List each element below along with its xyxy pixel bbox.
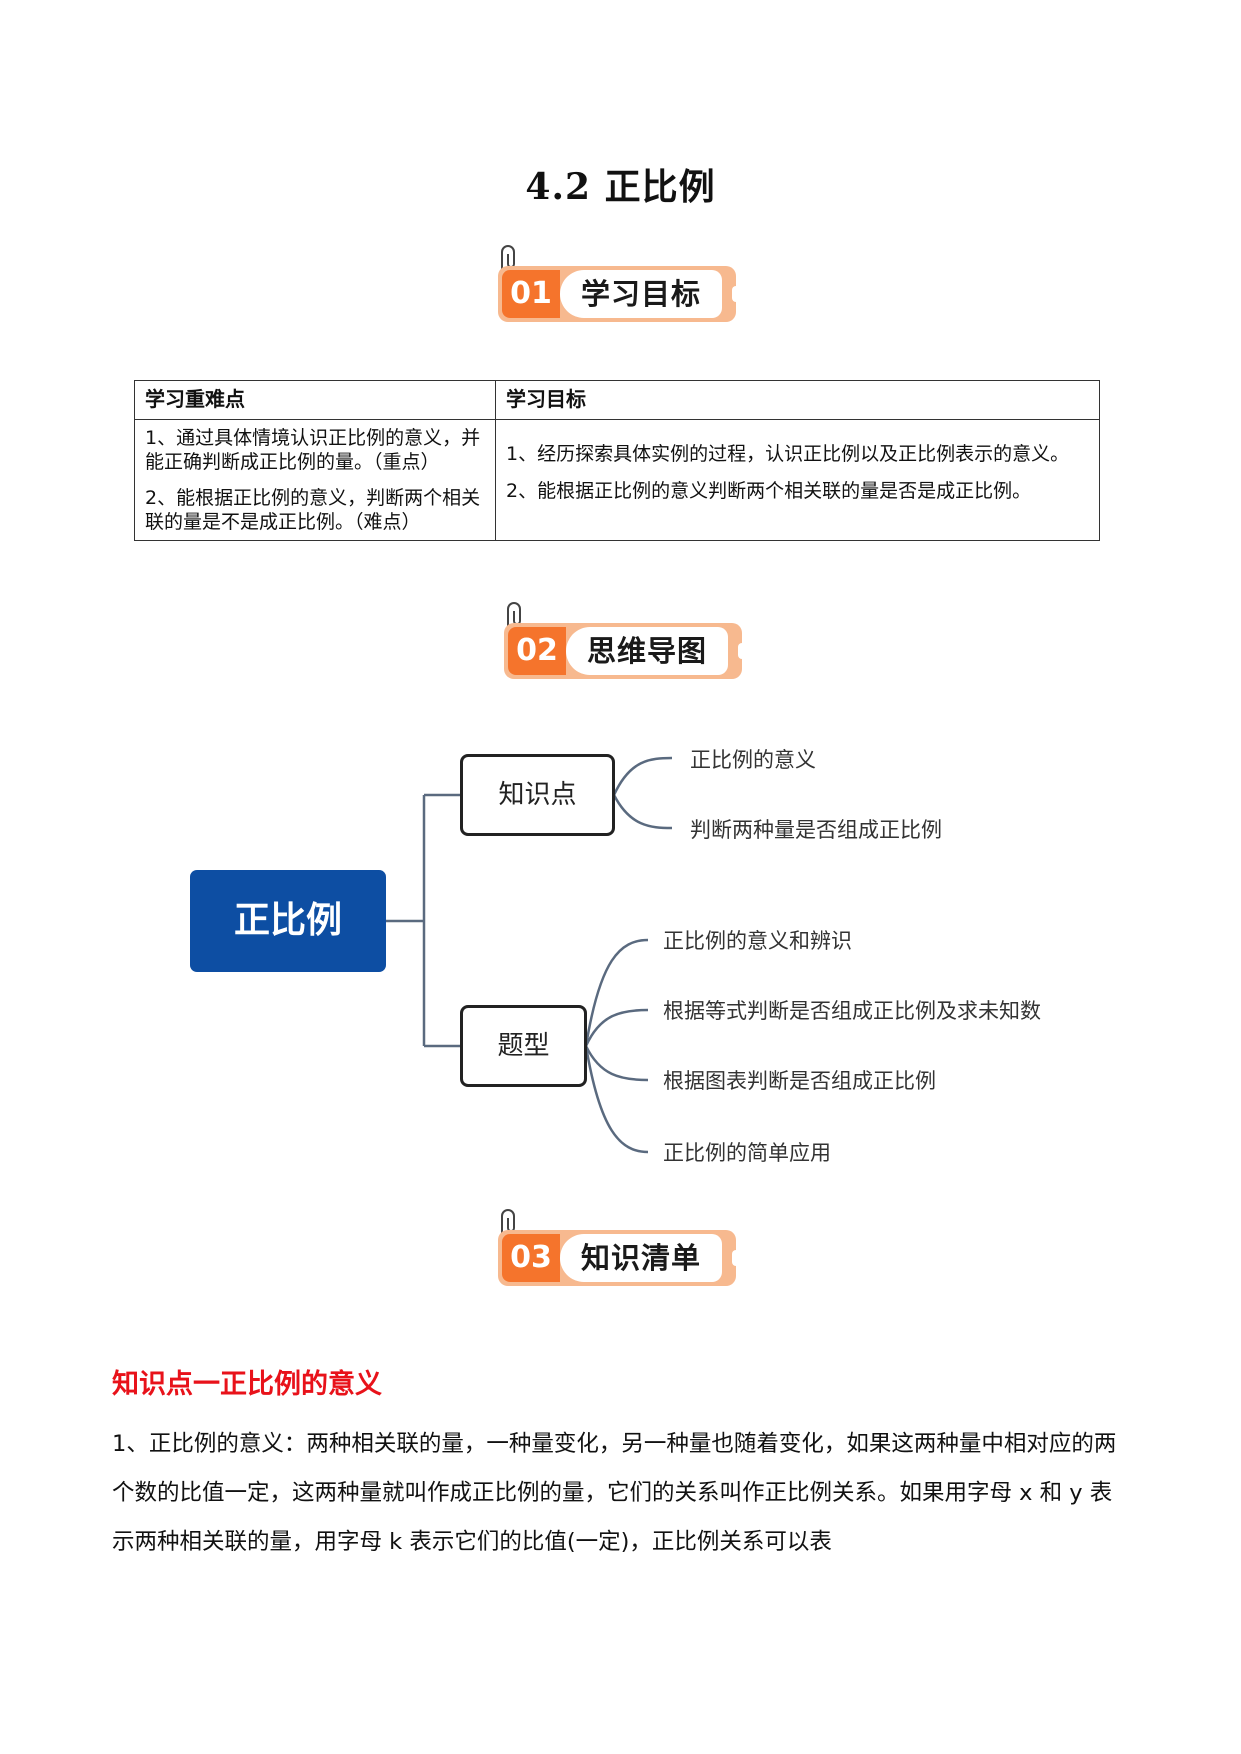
section-label: 思维导图 [566, 627, 728, 675]
objective-item: 1、经历探索具体实例的过程，认识正比例以及正比例表示的意义。 [506, 443, 1070, 465]
section-number: 03 [502, 1234, 560, 1282]
section-number: 01 [502, 270, 560, 318]
table-header-objectives: 学习目标 [495, 380, 1100, 420]
mindmap-branch-knowledge: 知识点 [460, 754, 615, 836]
key-point-item: 2、能根据正比例的意义，判断两个相关联的量是不是成正比例。（难点） [145, 487, 481, 533]
mindmap-center-node: 正比例 [190, 870, 386, 972]
objectives-cell: 1、经历探索具体实例的过程，认识正比例以及正比例表示的意义。 2、能根据正比例的… [495, 419, 1100, 541]
section-badge-01: 01 学习目标 [492, 244, 742, 328]
knowledge-heading: 知识点一正比例的意义 [112, 1369, 382, 1400]
learning-goals-table: 学习重难点 学习目标 1、通过具体情境认识正比例的意义，并能正确判断成正比例的量… [134, 380, 1100, 541]
section-label: 知识清单 [560, 1234, 722, 1282]
objective-item: 2、能根据正比例的意义判断两个相关联的量是否是成正比例。 [506, 480, 1032, 502]
section-badge-03: 03 知识清单 [492, 1208, 742, 1292]
mindmap-leaf: 正比例的意义和辨识 [663, 929, 852, 953]
section-badge-02: 02 思维导图 [498, 601, 748, 685]
mindmap-branch-question-types: 题型 [460, 1005, 587, 1087]
page-title: 4.2 正比例 [525, 166, 716, 208]
mindmap-leaf: 根据图表判断是否组成正比例 [663, 1069, 936, 1093]
knowledge-paragraph: 1、正比例的意义：两种相关联的量，一种量变化，另一种量也随着变化，如果这两种量中… [112, 1431, 1117, 1555]
mindmap-leaf: 正比例的简单应用 [663, 1141, 831, 1165]
mindmap-leaf: 根据等式判断是否组成正比例及求未知数 [663, 999, 1041, 1023]
section-label: 学习目标 [560, 270, 722, 318]
section-number: 02 [508, 627, 566, 675]
mindmap-leaf: 正比例的意义 [690, 748, 816, 772]
mindmap-leaf: 判断两种量是否组成正比例 [690, 818, 942, 842]
key-point-item: 1、通过具体情境认识正比例的意义，并能正确判断成正比例的量。（重点） [145, 427, 481, 473]
key-points-cell: 1、通过具体情境认识正比例的意义，并能正确判断成正比例的量。（重点） 2、能根据… [134, 419, 496, 541]
